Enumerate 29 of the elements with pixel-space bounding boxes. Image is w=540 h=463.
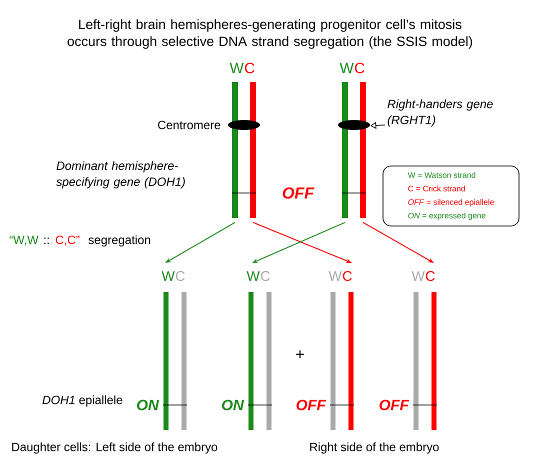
plain-label: DOH1 epiallele <box>42 395 122 407</box>
gene-label: Right-handers gene (RGHT1) <box>388 99 493 127</box>
strand-letter: C <box>426 271 435 281</box>
state-label: ON <box>222 400 244 410</box>
segregation-label: segregation <box>88 235 150 246</box>
state-label: OFF <box>380 400 410 410</box>
title: Left-right brain hemispheres-generating progenitor cell’s mitosis occurs through selective DNA strand segregation (the SSIS model) <box>68 19 472 49</box>
key-box: W = Watson strand C = Crick strand OFF = silenced epiallele ON = expressed gene <box>382 166 520 226</box>
state-label: OFF <box>296 400 326 410</box>
strand-letter: W <box>246 271 260 281</box>
state-label: OFF <box>282 187 314 199</box>
state-label: ON <box>137 400 160 410</box>
footer-label: Daughter cells: Left side of the embryo <box>12 442 218 454</box>
strand-letter: W <box>230 62 244 74</box>
strand-letter: C <box>354 62 364 74</box>
segregation-label: “W,W <box>10 236 38 246</box>
plus-sign: + <box>296 350 304 358</box>
segregation-label: C,C” <box>56 236 80 246</box>
strand-letter: W <box>412 271 425 281</box>
footer-label: Right side of the embryo <box>310 442 439 454</box>
strand-letter: W <box>328 271 342 281</box>
strand-letter: C <box>244 62 254 74</box>
gene-label: Dominant hemisphere-specifying gene (DOH1) <box>56 161 185 188</box>
strand-letter: C <box>176 271 185 281</box>
strand-letter: W <box>340 62 354 74</box>
strand-letter: C <box>342 271 352 281</box>
strand-letter: W <box>162 271 175 281</box>
segregation-label: :: <box>44 238 49 244</box>
strand-letter: C <box>260 271 270 281</box>
